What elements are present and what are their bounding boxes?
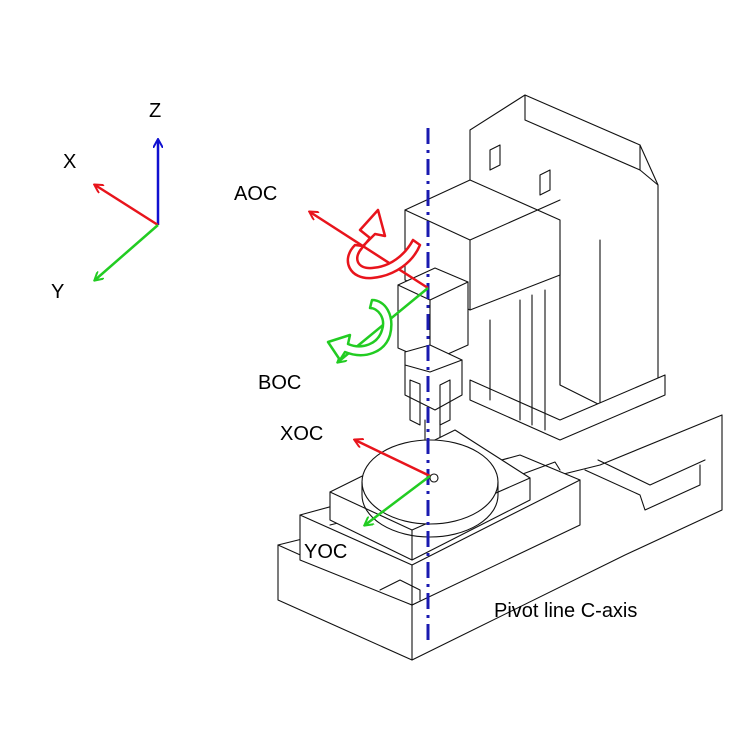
world-y-label: Y — [51, 281, 64, 303]
curved-arrow-icon — [346, 208, 422, 280]
column — [469, 94, 666, 441]
xoc-label: XOC — [280, 423, 323, 445]
pivot-line-label: Pivot line C-axis — [494, 600, 637, 622]
world-z-label: Z — [149, 100, 161, 122]
boc-label: BOC — [258, 372, 301, 394]
aoc-label: AOC — [234, 183, 277, 205]
curved-arrow-icon — [326, 298, 393, 362]
xoc-axis — [355, 440, 431, 478]
spindle-head — [397, 179, 561, 456]
workpiece-axes: XOC YOC — [280, 423, 431, 563]
machine-base — [277, 414, 723, 661]
yoc-axis — [365, 475, 431, 525]
boc-group: BOC — [258, 287, 429, 394]
world-x-label: X — [63, 151, 76, 173]
world-y-axis — [95, 224, 159, 280]
aoc-axis — [310, 212, 429, 290]
world-axes: Z X Y — [51, 100, 161, 303]
aoc-group: AOC — [234, 183, 429, 290]
yoc-label: YOC — [304, 541, 347, 563]
world-x-axis — [95, 185, 159, 227]
